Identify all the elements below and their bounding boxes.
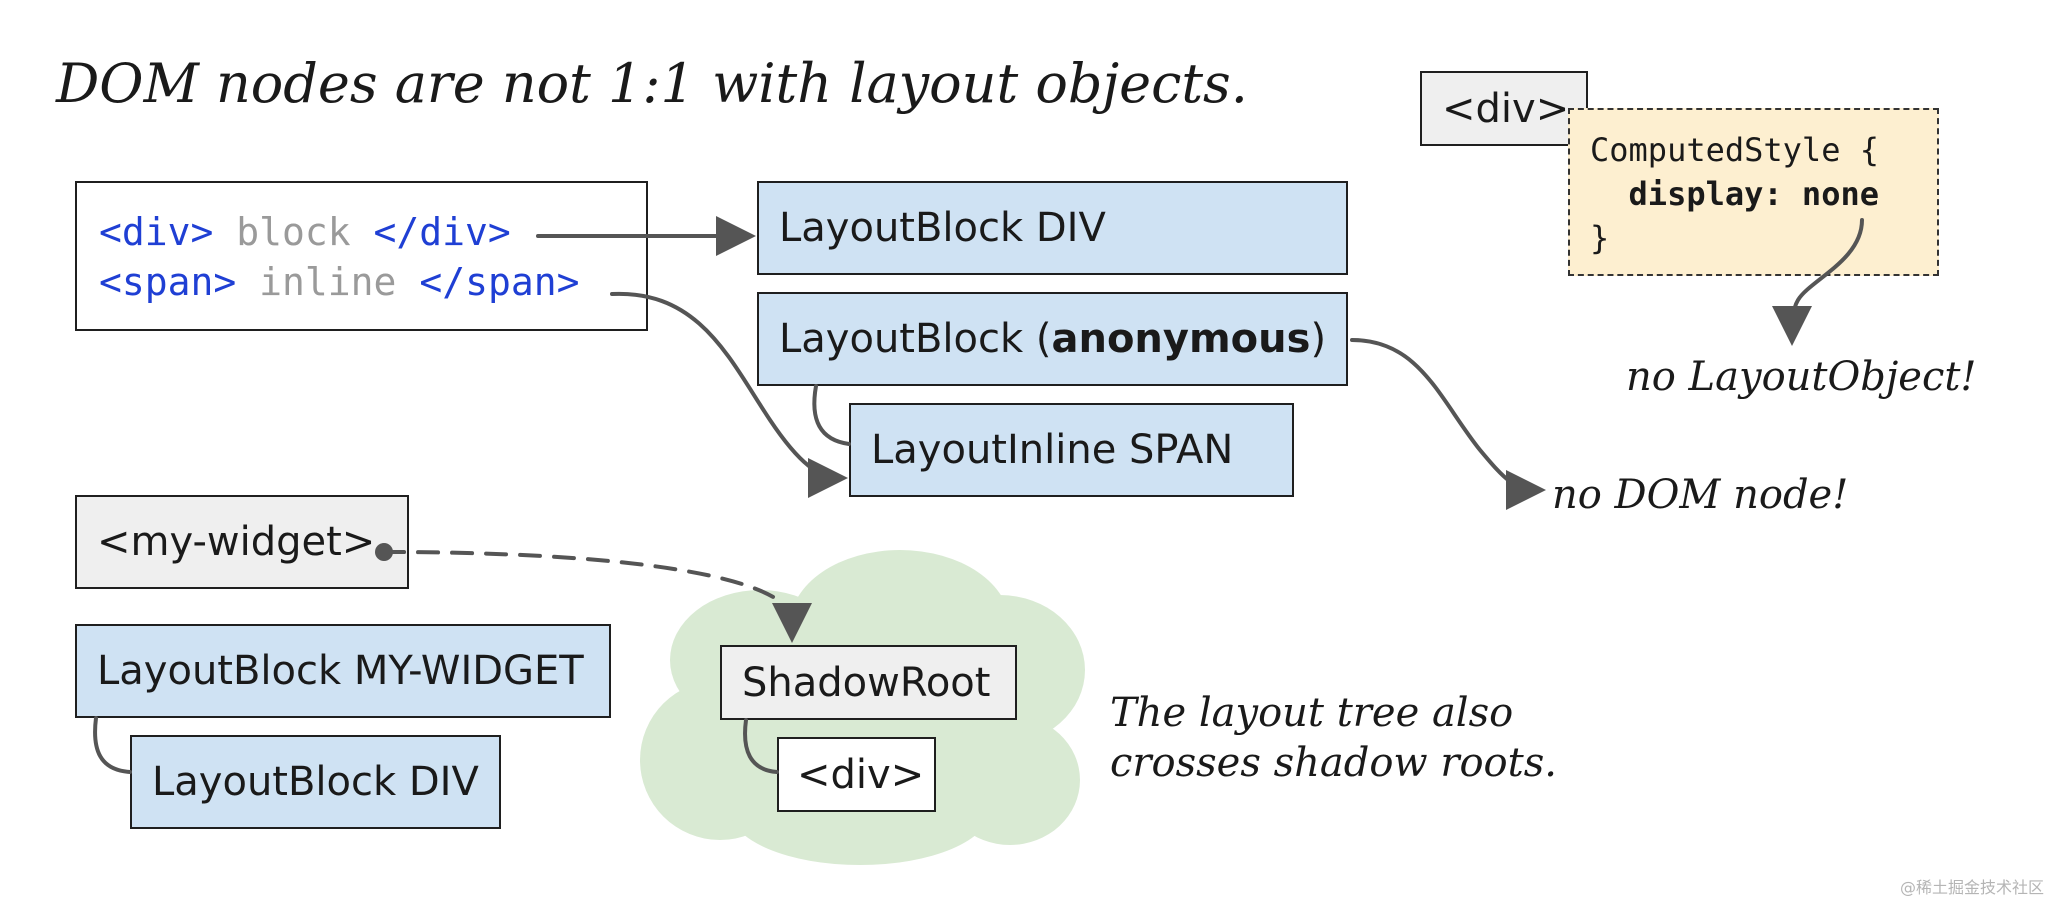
html-code-snippet: <div> block </div> <span> inline </span>	[75, 181, 648, 331]
layout-block-anon-bold: anonymous	[1051, 316, 1311, 362]
no-layout-object-note: no LayoutObject!	[1626, 354, 1977, 400]
arrow-span-to-layout-inline	[610, 291, 848, 498]
tree-line-anonymous	[812, 384, 851, 446]
arrow-widget-to-shadow-root	[382, 550, 812, 643]
span-text: inline	[236, 260, 420, 304]
computed-style-line3: }	[1590, 219, 1610, 257]
div-text: block	[213, 210, 374, 254]
layout-inline-span: LayoutInline SPAN	[849, 403, 1294, 497]
shadow-root-box: ShadowRoot	[720, 645, 1017, 720]
shadow-note-line2: crosses shadow roots.	[1110, 740, 1557, 786]
computed-style-display-none: display: none	[1590, 175, 1879, 213]
code-line-span: <span> inline </span>	[99, 257, 646, 307]
layout-block-div-child: LayoutBlock DIV	[130, 735, 501, 829]
shadow-div-box: <div>	[777, 737, 936, 812]
layout-block-my-widget: LayoutBlock MY-WIDGET	[75, 624, 611, 718]
arrow-anonymous-to-note	[1350, 338, 1546, 510]
shadow-note: The layout tree also crosses shadow root…	[1110, 688, 1557, 788]
computed-style-box: ComputedStyle { display: none}	[1568, 108, 1939, 276]
diagram-title: DOM nodes are not 1:1 with layout object…	[56, 52, 1248, 115]
my-widget-tag: <my-widget>	[75, 495, 409, 589]
div-close-tag: </div>	[373, 210, 511, 254]
span-close-tag: </span>	[419, 260, 580, 304]
layout-block-anonymous: LayoutBlock (anonymous)	[757, 292, 1348, 386]
tree-line-shadow-root	[743, 718, 779, 774]
layout-block-div: LayoutBlock DIV	[757, 181, 1348, 275]
arrow-display-none-to-note	[1772, 218, 1864, 346]
no-dom-node-note: no DOM node!	[1552, 472, 1849, 518]
tree-line-my-widget	[93, 716, 132, 774]
layout-block-anon-suffix: )	[1310, 316, 1327, 362]
my-widget-handle-dot	[375, 543, 393, 561]
code-line-div: <div> block </div>	[99, 207, 646, 257]
div-open-tag: <div>	[99, 210, 214, 254]
shadow-note-line1: The layout tree also	[1110, 690, 1514, 736]
computed-style-line1: ComputedStyle {	[1590, 131, 1879, 169]
watermark: @稀土掘金技术社区	[1899, 878, 2044, 897]
layout-block-anon-prefix: LayoutBlock (	[779, 316, 1052, 362]
span-open-tag: <span>	[99, 260, 237, 304]
